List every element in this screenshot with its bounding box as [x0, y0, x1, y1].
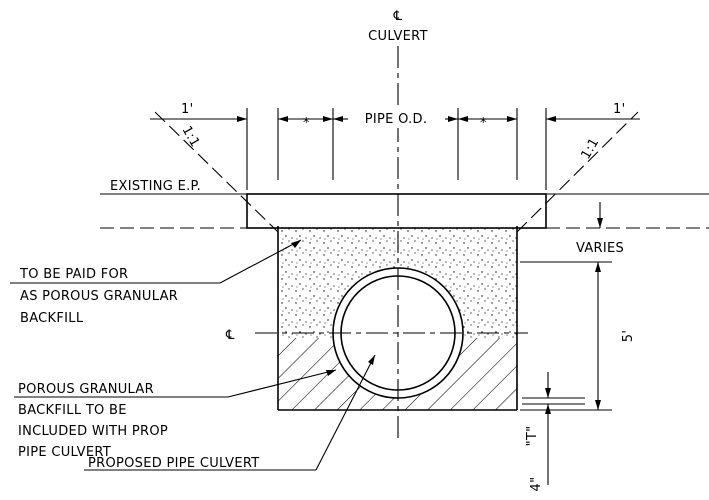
- porous-backfill-line-3: INCLUDED WITH PROP: [18, 424, 168, 439]
- slope-line-left: [154, 111, 279, 233]
- slope-label-right: 1:1: [578, 136, 602, 162]
- dim-one-foot-right: 1': [613, 102, 625, 117]
- porous-backfill-line-2: BACKFILL TO BE: [18, 403, 127, 418]
- four-inch-dimension: 4": [529, 477, 544, 492]
- existing-pavement-slab: [246, 193, 547, 229]
- left-centerline-symbol: ℄: [225, 328, 235, 343]
- pipe-od-label: PIPE O.D.: [365, 112, 428, 127]
- paid-backfill-line-1: TO BE PAID FOR: [19, 267, 128, 282]
- varies-label: VARIES: [576, 241, 624, 256]
- existing-ep-label: EXISTING E.P.: [110, 179, 201, 194]
- culvert-centerline-symbol: ℄: [393, 9, 403, 24]
- t-dimension-label: "T": [525, 426, 540, 447]
- clearance-mark-right: *: [480, 116, 487, 131]
- culvert-title: CULVERT: [368, 29, 428, 44]
- slope-line-right: [516, 111, 639, 233]
- five-foot-dimension: 5': [621, 330, 636, 342]
- porous-backfill-line-4: PIPE CULVERT: [18, 445, 111, 460]
- top-dimension-lines: [150, 116, 640, 122]
- slope-label-left: 1:1: [179, 124, 203, 150]
- paid-backfill-line-2: AS POROUS GRANULAR: [20, 289, 178, 304]
- right-dimensions: [520, 202, 612, 485]
- dim-one-foot-left: 1': [181, 102, 193, 117]
- proposed-pipe-culvert-label: PROPOSED PIPE CULVERT: [88, 456, 260, 471]
- clearance-mark-left: *: [303, 116, 310, 131]
- top-extension-lines: [246, 108, 547, 190]
- paid-backfill-line-3: BACKFILL: [20, 311, 84, 326]
- leader-lines: [10, 239, 376, 471]
- porous-backfill-line-1: POROUS GRANULAR: [18, 382, 154, 397]
